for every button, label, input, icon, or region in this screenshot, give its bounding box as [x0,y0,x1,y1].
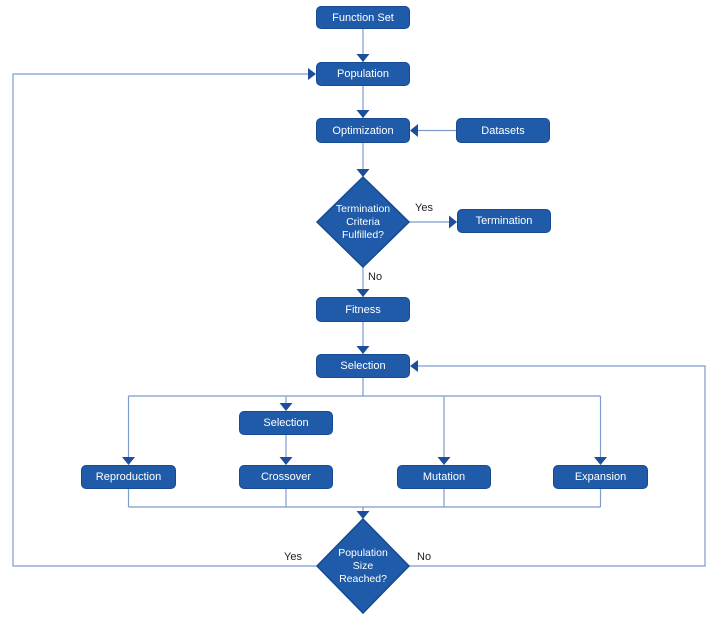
node-selection-sub[interactable]: Selection [239,411,333,435]
node-datasets[interactable]: Datasets [456,118,550,143]
population-size-check-line-2: Size [352,560,374,572]
node-population-size-check-label: Population Size Reached? [317,547,409,586]
node-expansion-label: Expansion [574,471,627,483]
node-selection-main[interactable]: Selection [316,354,410,378]
arrow-into-crossover [279,457,293,465]
node-population-size-check[interactable] [315,517,411,615]
node-termination[interactable]: Termination [457,209,551,233]
node-selection-main-label: Selection [340,360,386,372]
node-function-set-label: Function Set [332,11,394,24]
node-reproduction-label: Reproduction [95,471,162,483]
node-expansion[interactable]: Expansion [553,465,648,489]
arrow-loop-into-selection [410,360,418,372]
node-termination-label: Termination [475,215,533,227]
node-optimization[interactable]: Optimization [316,118,410,143]
termination-check-line-3: Fulfilled? [341,229,385,241]
population-size-check-line-3: Reached? [339,573,387,585]
node-termination-check[interactable] [315,175,411,269]
arrow-into-optimization-right [410,124,418,137]
population-size-check-line-1: Population [338,547,388,559]
node-population-label: Population [337,68,389,80]
node-crossover-label: Crossover [260,471,312,483]
loop-no-to-selection [409,365,706,567]
node-crossover[interactable]: Crossover [239,465,333,489]
node-population[interactable]: Population [316,62,410,86]
node-datasets-label: Datasets [481,124,525,137]
edge-label-termination-no: No [368,271,383,283]
edge-label-loop-yes: Yes [284,551,302,563]
node-fitness[interactable]: Fitness [316,297,410,322]
termination-check-line-2: Criteria [346,216,380,228]
arrow-into-selectionsub [279,403,293,411]
arrow-into-termcheck [356,169,370,177]
arrow-into-optimization-top [356,110,370,118]
node-function-set[interactable]: Function Set [316,6,410,29]
arrow-into-expansion [594,457,607,465]
edge-label-termination-yes: Yes [415,202,433,214]
node-reproduction[interactable]: Reproduction [81,465,176,489]
node-selection-sub-label: Selection [263,417,309,429]
arrow-into-population [356,54,370,62]
node-mutation-label: Mutation [422,471,466,483]
node-fitness-label: Fitness [345,303,381,316]
edge-label-loop-no: No [417,551,432,563]
arrow-into-termination [449,215,457,229]
arrow-into-reproduction [122,457,135,465]
node-mutation[interactable]: Mutation [397,465,491,489]
arrow-into-mutation [437,457,451,465]
loop-yes-to-population [12,73,317,567]
node-termination-check-label: Termination Criteria Fulfilled? [317,203,409,242]
arrow-into-fitness [356,289,370,297]
termination-check-line-1: Termination [335,203,391,215]
arrow-into-sizecheck [356,511,370,519]
arrow-loop-into-population [308,68,316,80]
arrow-into-selection-top [356,346,370,354]
node-optimization-label: Optimization [332,124,394,137]
